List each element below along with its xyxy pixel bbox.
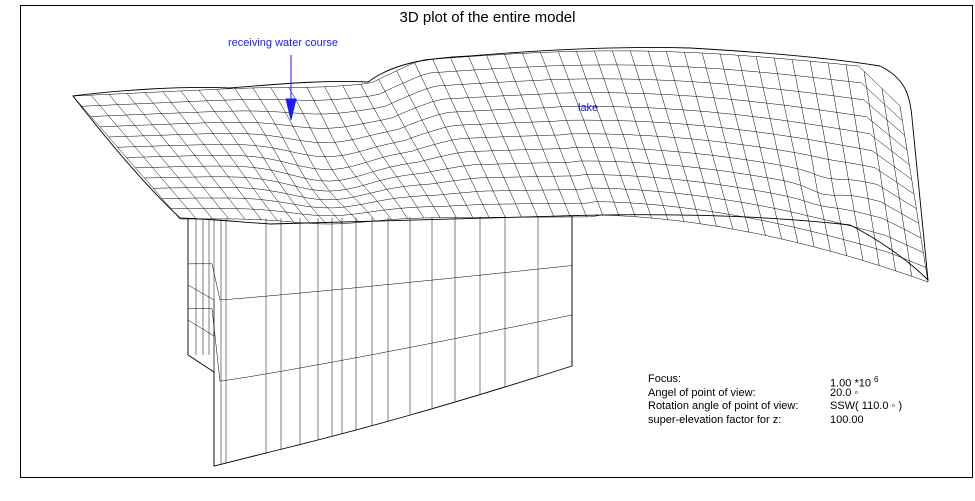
mesh-surface-line (99, 92, 908, 151)
mesh-surface-line (198, 89, 294, 223)
mesh-surface-line (162, 187, 924, 253)
mesh-surface-line (414, 62, 490, 218)
mesh-surface-line (360, 84, 441, 218)
mesh-surface-line (450, 57, 522, 218)
param-label: super-elevation factor for z: (648, 413, 782, 426)
mesh-surface-line (863, 71, 896, 271)
mesh-surface-line (881, 88, 912, 277)
mesh-surface-line (576, 51, 636, 217)
param-label: Angel of point of view: (648, 386, 756, 399)
mesh-surface-line (684, 52, 734, 230)
mesh-surface-line (773, 57, 815, 247)
mesh-surface-line (701, 53, 750, 233)
mesh-surface-line (899, 105, 929, 283)
mesh-surface-line (216, 89, 311, 224)
mesh-surface-line (486, 55, 555, 218)
mesh-layer-line (187, 308, 573, 382)
param-value: 1.00 *10 6 (830, 373, 879, 391)
param-value: 100.00 (830, 413, 864, 426)
mesh-surface-line (630, 50, 685, 222)
mesh-surface-line (126, 133, 915, 195)
annotation-receiving-water-course: receiving water course (228, 37, 339, 49)
mesh-surface-line (180, 90, 278, 221)
mesh-surface-line (827, 62, 864, 261)
param-value: 20.0 ◦ (830, 386, 859, 399)
mesh-surface-line (648, 51, 701, 224)
param-exponent: 6 (874, 375, 879, 384)
mesh-surface-line (737, 55, 782, 240)
mesh-surface-line (234, 88, 327, 225)
mesh-surface-line (180, 214, 929, 283)
mesh-layer-line (187, 319, 215, 337)
mesh-surface-line (396, 70, 473, 218)
mesh-layer-line (187, 263, 573, 301)
mesh-surface-line (144, 92, 246, 220)
mesh-surface-line (594, 50, 652, 219)
mesh-surface-line (558, 51, 620, 216)
mesh-surface-line (171, 201, 926, 268)
param-label: Rotation angle of point of view: (648, 400, 799, 412)
mesh-surface-line (153, 174, 922, 239)
mesh-surface-line (108, 94, 213, 220)
mesh-surface-line (504, 54, 571, 217)
mesh-surface-line (719, 54, 766, 236)
mesh-surface-line (612, 50, 669, 220)
mesh-layer-line (187, 284, 215, 372)
mesh-surface-line (126, 93, 229, 220)
mesh-surface-line (755, 56, 799, 243)
mesh-surface-line (845, 64, 880, 266)
mesh-surface-line (90, 95, 197, 220)
mesh-surface-line (809, 61, 847, 256)
param-value-text: 1.00 *10 (830, 377, 871, 390)
mesh-surface-line (81, 64, 903, 121)
mesh-surface-line (432, 58, 506, 218)
mesh-surface-line (252, 87, 343, 224)
mesh-lines (72, 50, 929, 466)
mesh-surface-line (324, 86, 408, 219)
mesh-surface-line (306, 87, 392, 220)
param-label: Focus: (648, 373, 682, 385)
plot-title: 3D plot of the entire model (399, 9, 576, 26)
mesh-surface-line (342, 85, 425, 219)
mesh-surface-line (270, 87, 360, 223)
mesh-surface-line (791, 59, 831, 252)
mesh-surface-line (666, 51, 717, 227)
mesh-surface-line (522, 53, 587, 217)
mesh-surface-line (288, 87, 376, 222)
mesh-surface-line (162, 91, 262, 220)
mesh-surface-line (468, 56, 538, 218)
mesh-surface-line (117, 119, 912, 180)
mesh-outline (72, 47, 929, 467)
mesh-surface-line (378, 79, 457, 218)
mesh-surface-line (540, 52, 604, 216)
annotation-lake: lake (578, 102, 599, 114)
mesh-surface-line (108, 106, 910, 165)
mesh-surface-line (72, 95, 181, 220)
param-value: SSW( 110.0 ◦ ) (830, 400, 903, 412)
